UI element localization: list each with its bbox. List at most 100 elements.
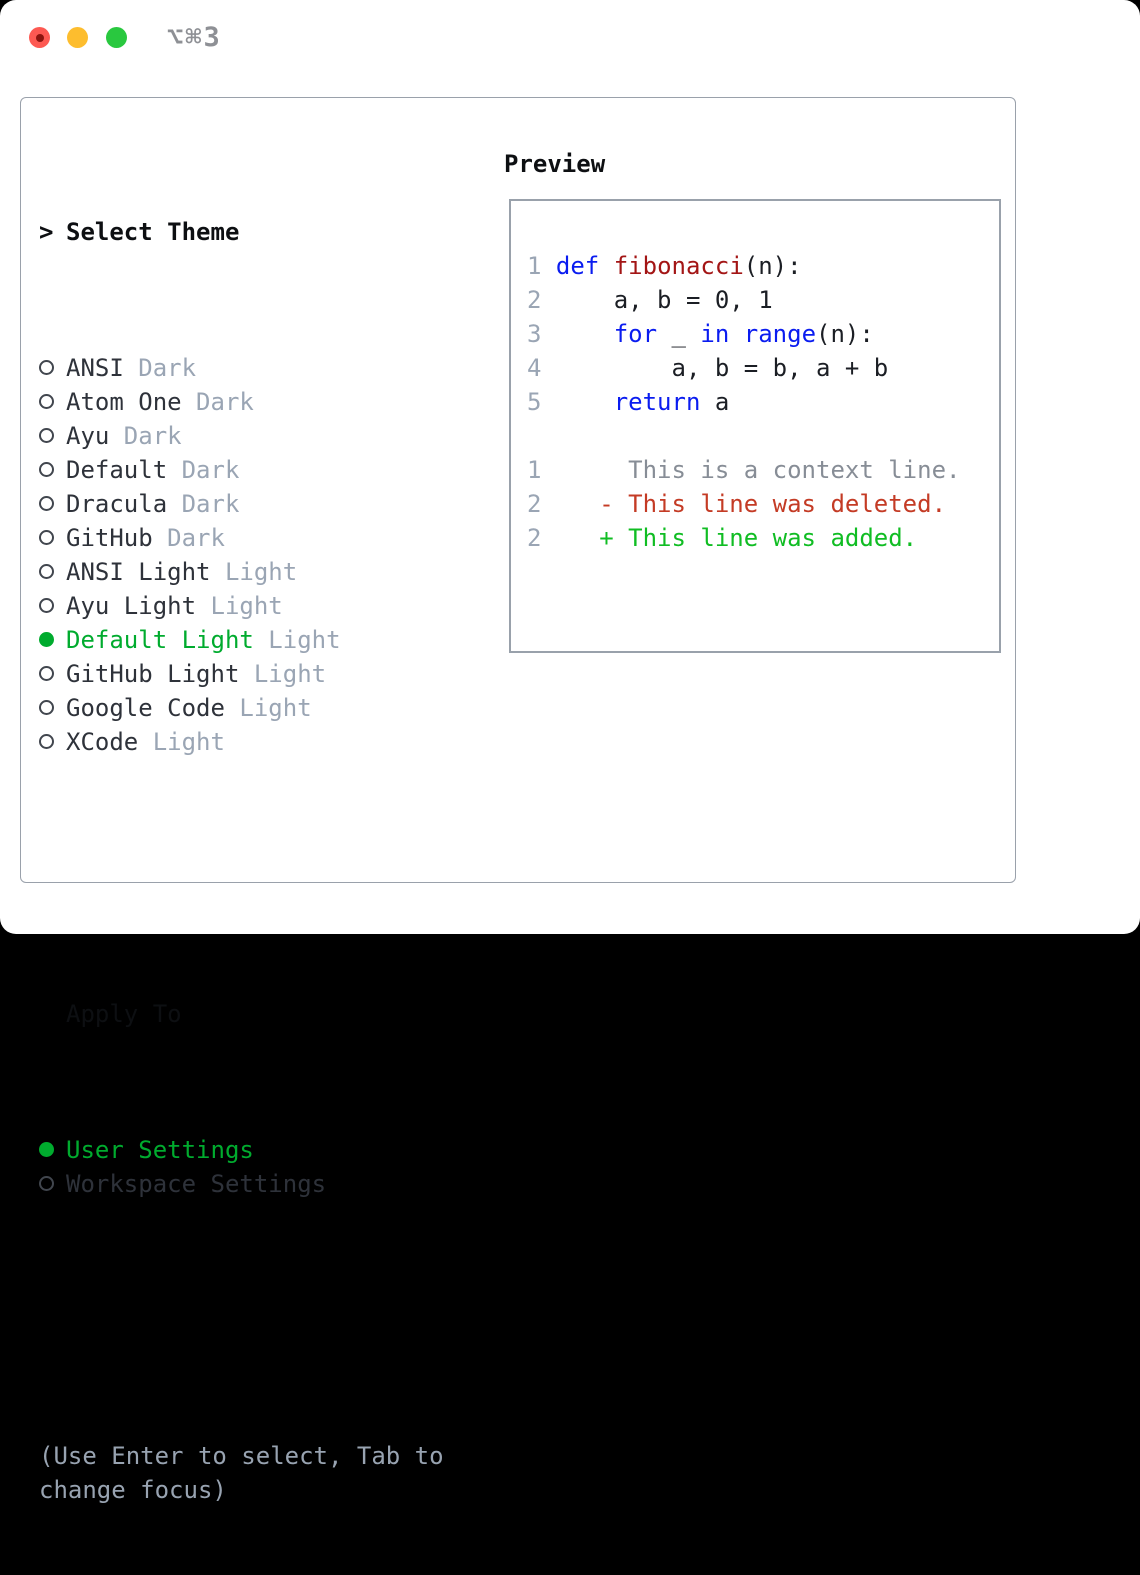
theme-variant-tag: Light	[138, 728, 225, 756]
radio-marker	[39, 657, 66, 691]
theme-name: GitHub Light	[66, 660, 240, 688]
code-token-num: 1	[527, 456, 542, 484]
radio-unselected-icon	[39, 530, 54, 545]
radio-unselected-icon	[39, 394, 54, 409]
radio-marker	[39, 351, 66, 385]
code-token-code	[599, 252, 613, 280]
zoom-button[interactable]	[106, 27, 127, 48]
theme-option-ayu-dark[interactable]: Ayu Dark	[39, 419, 494, 453]
theme-option-dracula-dark[interactable]: Dracula Dark	[39, 487, 494, 521]
theme-option-ansi-dark[interactable]: ANSI Dark	[39, 351, 494, 385]
code-line: 3 for _ in range(n):	[527, 317, 999, 351]
apply-option-workspace-settings[interactable]: Workspace Settings	[39, 1167, 494, 1201]
radio-marker	[39, 691, 66, 725]
radio-marker	[39, 1167, 66, 1201]
code-blank-line	[527, 419, 999, 453]
theme-name: Ayu Light	[66, 592, 197, 620]
theme-name: Dracula	[66, 490, 168, 518]
code-token-code: _	[657, 320, 701, 348]
theme-variant-tag: Dark	[167, 456, 240, 484]
radio-marker	[39, 453, 66, 487]
theme-list-header: Select Theme	[66, 218, 240, 246]
code-token-kw: for	[613, 320, 658, 348]
theme-name: Default Light	[66, 626, 254, 654]
help-text-line: change focus)	[39, 1476, 227, 1504]
code-token-fn: fibonacci	[613, 252, 744, 280]
theme-option-atom-one-dark[interactable]: Atom One Dark	[39, 385, 494, 419]
spacer-row	[39, 1303, 494, 1337]
theme-variant-tag: Dark	[167, 490, 240, 518]
theme-option-default-light-light[interactable]: Default Light Light	[39, 623, 494, 657]
focus-caret-marker: >	[39, 215, 66, 249]
code-line: 1 This is a context line.	[527, 453, 999, 487]
radio-marker	[39, 487, 66, 521]
apply-option-label: User Settings	[66, 1136, 254, 1164]
radio-marker	[39, 419, 66, 453]
code-line: 4 a, b = b, a + b	[527, 351, 999, 385]
theme-option-default-dark[interactable]: Default Dark	[39, 453, 494, 487]
theme-variant-tag: Light	[239, 660, 327, 688]
code-line: 2 a, b = 0, 1	[527, 283, 999, 317]
theme-list-header-row: > Select Theme	[39, 215, 494, 249]
theme-variant-tag: Light	[224, 694, 312, 722]
theme-variant-tag: Dark	[109, 422, 182, 450]
minimize-button[interactable]	[67, 27, 88, 48]
theme-option-xcode-light[interactable]: XCode Light	[39, 725, 494, 759]
code-token-ctx: This is a context line.	[541, 456, 961, 484]
close-button-dot	[35, 33, 44, 42]
radio-marker	[39, 589, 66, 623]
code-token-code	[729, 320, 743, 348]
code-line: 2 - This line was deleted.	[527, 487, 999, 521]
close-button[interactable]	[29, 27, 50, 48]
code-line: 1 def fibonacci(n):	[527, 249, 999, 283]
apply-to-header-row: Apply To	[39, 997, 494, 1031]
code-token-num: 5	[527, 388, 556, 416]
theme-option-ansi-light-light[interactable]: ANSI Light Light	[39, 555, 494, 589]
theme-option-google-code-light[interactable]: Google Code Light	[39, 691, 494, 725]
theme-variant-tag: Light	[196, 592, 283, 620]
theme-name: Google Code	[66, 694, 225, 722]
code-token-code	[556, 320, 614, 348]
apply-option-label: Workspace Settings	[66, 1170, 327, 1198]
theme-name: Ayu	[66, 422, 110, 450]
theme-name: Default	[66, 456, 168, 484]
radio-marker	[39, 521, 66, 555]
code-token-num: 2	[527, 490, 542, 518]
radio-marker	[39, 555, 66, 589]
code-token-num: 2	[527, 286, 556, 314]
code-token-code: a	[700, 388, 730, 416]
radio-unselected-icon	[39, 1176, 54, 1191]
code-token-code: (n):	[816, 320, 874, 348]
radio-unselected-icon	[39, 360, 54, 375]
theme-name: GitHub	[66, 524, 153, 552]
code-token-num: 2	[527, 524, 542, 552]
theme-option-github-dark[interactable]: GitHub Dark	[39, 521, 494, 555]
theme-variant-tag: Light	[253, 626, 341, 654]
radio-unselected-icon	[39, 734, 54, 749]
radio-marker	[39, 623, 66, 657]
radio-selected-icon	[39, 632, 54, 647]
apply-option-user-settings[interactable]: User Settings	[39, 1133, 494, 1167]
code-token-code: (n):	[743, 252, 802, 280]
radio-marker	[39, 725, 66, 759]
code-line: 2 + This line was added.	[527, 521, 999, 555]
code-token-num: 4	[527, 354, 556, 382]
radio-unselected-icon	[39, 700, 54, 715]
caret-icon: >	[39, 218, 54, 246]
code-token-kw: in	[700, 320, 730, 348]
theme-option-ayu-light-light[interactable]: Ayu Light Light	[39, 589, 494, 623]
theme-name: ANSI	[66, 354, 124, 382]
theme-variant-tag: Dark	[181, 388, 254, 416]
radio-marker	[39, 385, 66, 419]
radio-unselected-icon	[39, 428, 54, 443]
theme-variant-tag: Dark	[123, 354, 197, 382]
theme-option-github-light-light[interactable]: GitHub Light Light	[39, 657, 494, 691]
